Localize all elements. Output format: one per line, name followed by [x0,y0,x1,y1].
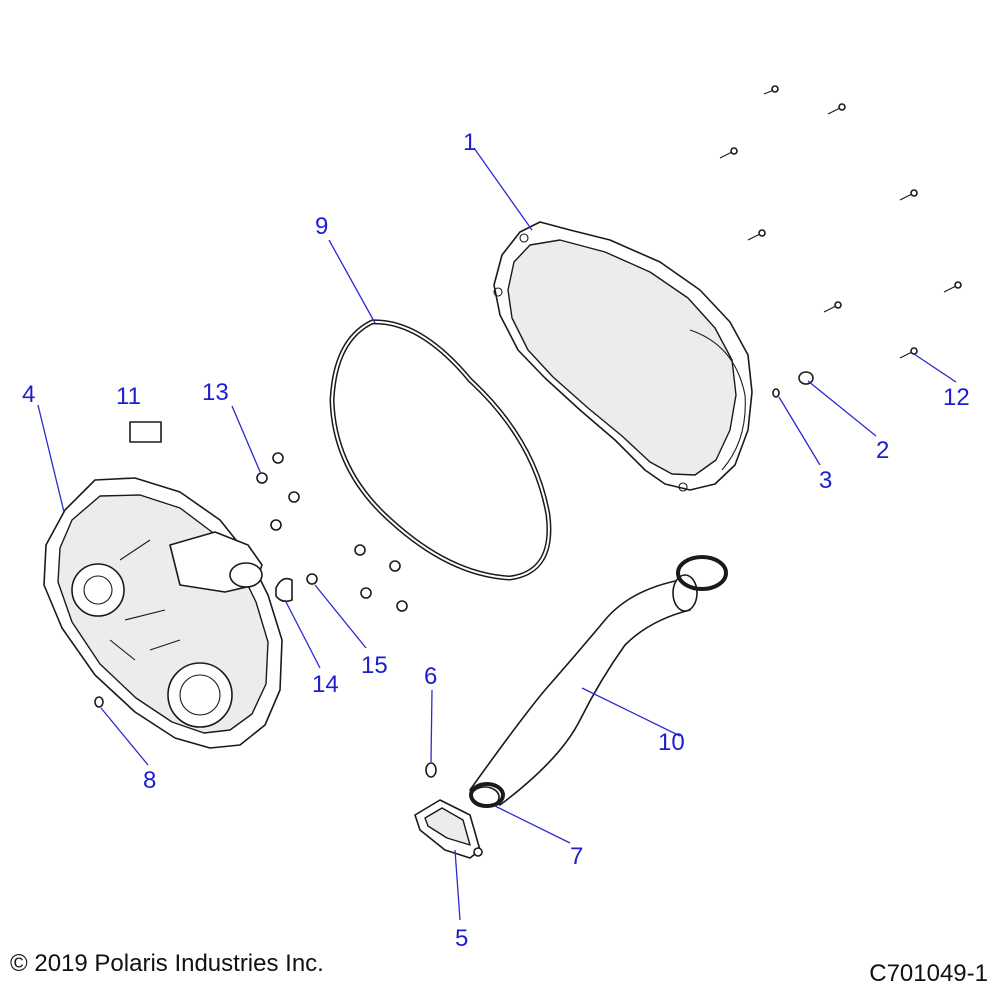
leader-3 [778,396,821,466]
o-ring [772,388,780,398]
leader-1 [473,147,533,231]
plug [94,696,104,708]
callout-12: 12 [943,384,970,411]
bolt [719,147,738,159]
leader-5 [454,849,461,921]
intake-adapter [414,799,483,859]
copyright-notice: © 2019 Polaris Industries Inc. [10,950,324,977]
callout-3: 3 [819,467,832,494]
screws-15 [306,544,408,612]
leader-10 [581,687,681,737]
leader-6 [430,689,433,763]
leader-lines [37,147,957,921]
callout-6: 6 [424,663,437,690]
callout-13: 13 [202,379,229,406]
cover-bolts [719,85,962,359]
callout-11: 11 [116,383,141,410]
inner-clutch-cover [43,477,283,749]
bolts-13 [256,452,300,531]
bolt [747,229,766,241]
screw-6 [425,762,437,778]
drain-plug [798,371,814,385]
callout-9: 9 [315,213,328,240]
intake-duct [469,574,698,808]
leader-12 [913,353,957,383]
bolt [899,347,918,359]
leader-14 [284,599,321,669]
callout-15: 15 [361,652,388,679]
callout-10: 10 [658,729,685,756]
leader-13 [231,405,262,475]
outer-clutch-cover [493,221,753,492]
leader-4 [37,404,65,513]
leader-8 [100,707,149,766]
bolt [763,85,779,95]
callout-8: 8 [143,767,156,794]
decal [129,421,162,443]
leader-2 [807,380,877,437]
clamp [676,555,728,591]
leader-15 [314,584,367,649]
callout-2: 2 [876,437,889,464]
leader-7 [494,805,571,844]
figure-id: C701049-1 [869,960,988,987]
leader-9 [328,239,376,324]
callout-7: 7 [570,843,583,870]
bolt [827,103,846,115]
bolt [823,301,842,313]
callout-5: 5 [455,925,468,952]
callout-labels: 1 2 3 4 5 6 7 8 9 10 11 12 13 14 15 [22,129,970,952]
bolt [899,189,918,201]
callout-4: 4 [22,381,35,408]
clip [275,577,293,603]
callout-14: 14 [312,671,339,698]
drive-belt [329,319,552,581]
callout-1: 1 [463,129,476,156]
bolt [943,281,962,293]
coupler-ring [469,782,505,808]
